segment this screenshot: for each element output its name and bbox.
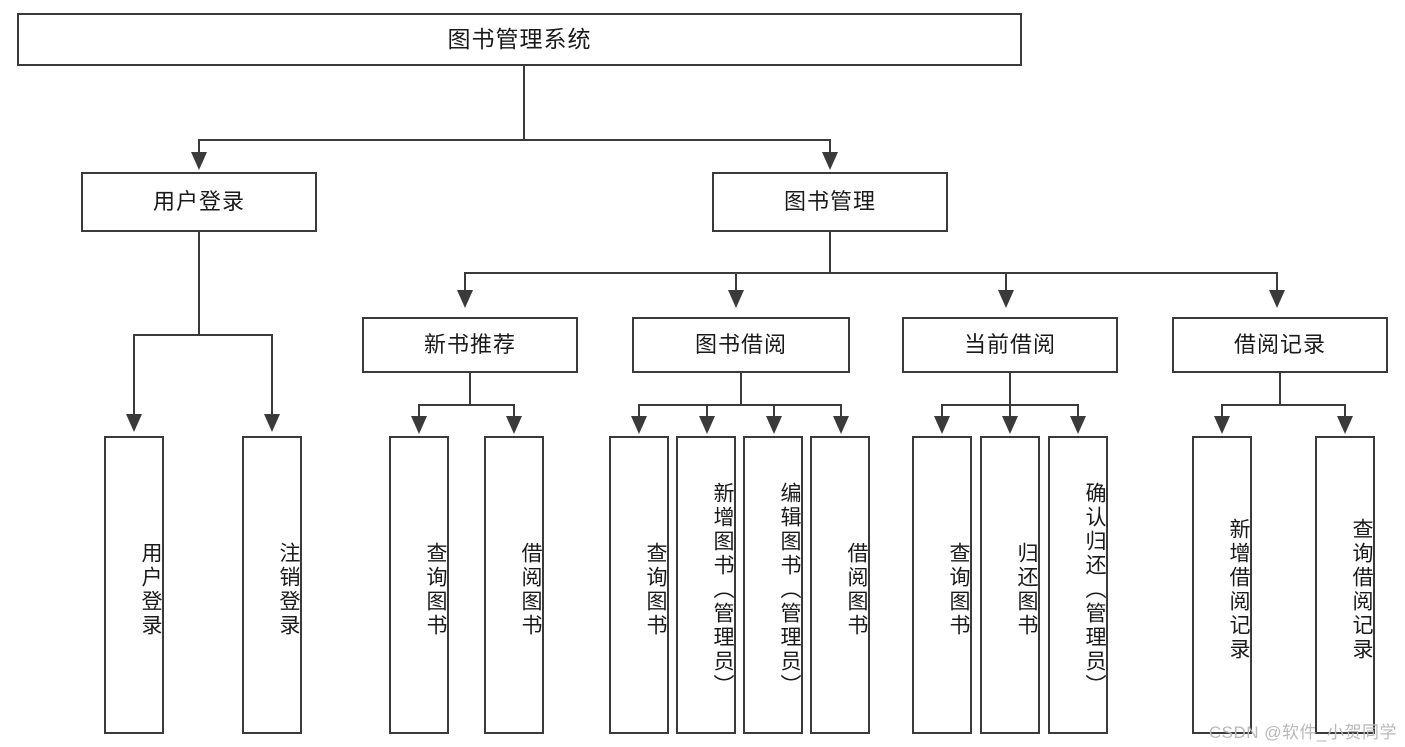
edge-root-to-book-manage xyxy=(829,139,831,157)
node-leaf-query-book-3-label: 查询图书 xyxy=(947,542,970,638)
node-leaf-borrow-book-1-label: 借阅图书 xyxy=(519,542,542,638)
edge-new-book-rec-drop-2 xyxy=(513,404,515,420)
node-root[interactable]: 图书管理系统 xyxy=(17,13,1022,66)
edge-current-borrow-drop-1 xyxy=(941,404,943,420)
edge-new-book-rec-stem xyxy=(469,373,471,406)
arrowhead-leaf-add-record xyxy=(1214,416,1230,434)
edge-borrow-record-drop-2 xyxy=(1344,404,1346,420)
node-book-manage[interactable]: 图书管理 xyxy=(712,172,948,232)
node-new-book-rec[interactable]: 新书推荐 xyxy=(362,317,578,373)
node-current-borrow-label: 当前借阅 xyxy=(963,332,1056,358)
edge-book-manage-drop-3 xyxy=(1005,272,1007,294)
node-user-login[interactable]: 用户登录 xyxy=(81,172,317,232)
arrowhead-leaf-edit-book xyxy=(766,416,782,434)
node-leaf-user-login[interactable]: 用户登录 xyxy=(104,436,164,734)
node-current-borrow[interactable]: 当前借阅 xyxy=(902,317,1118,373)
edge-book-borrow-drop-1 xyxy=(638,404,640,420)
node-leaf-borrow-book-2[interactable]: 借阅图书 xyxy=(810,436,870,734)
node-new-book-rec-label: 新书推荐 xyxy=(423,332,516,358)
node-leaf-query-book-1[interactable]: 查询图书 xyxy=(389,436,449,734)
edge-root-stem xyxy=(523,66,525,141)
node-leaf-borrow-book-2-label: 借阅图书 xyxy=(845,542,868,638)
node-leaf-add-book[interactable]: 新增图书（管理员） xyxy=(676,436,736,734)
arrowhead-leaf-query-book-2 xyxy=(631,416,647,434)
edge-book-manage-drop-1 xyxy=(464,272,466,294)
arrowhead-leaf-borrow-book-2 xyxy=(833,416,849,434)
edge-borrow-record-bus xyxy=(1221,404,1345,406)
arrowhead-user-login xyxy=(191,152,207,170)
node-user-login-label: 用户登录 xyxy=(152,189,245,215)
edge-current-borrow-drop-3 xyxy=(1077,404,1079,420)
edge-user-login-drop-1 xyxy=(133,334,135,419)
arrowhead-leaf-user-logout xyxy=(264,414,280,432)
node-leaf-user-logout-label: 注销登录 xyxy=(277,542,300,638)
node-leaf-return-book-label: 归还图书 xyxy=(1015,542,1038,638)
edge-book-borrow-stem xyxy=(740,373,742,406)
edge-user-login-stem xyxy=(198,232,200,336)
edge-current-borrow-drop-2 xyxy=(1009,404,1011,420)
node-leaf-edit-book[interactable]: 编辑图书（管理员） xyxy=(743,436,803,734)
node-leaf-add-record-label: 新增借阅记录 xyxy=(1227,518,1250,662)
node-leaf-query-book-1-label: 查询图书 xyxy=(424,542,447,638)
edge-root-to-user-login xyxy=(198,139,200,157)
node-leaf-query-record-label: 查询借阅记录 xyxy=(1350,518,1373,662)
node-book-borrow-label: 图书借阅 xyxy=(694,332,787,358)
arrowhead-leaf-user-login xyxy=(126,414,142,432)
node-leaf-query-record[interactable]: 查询借阅记录 xyxy=(1315,436,1375,734)
edge-borrow-record-stem xyxy=(1279,373,1281,406)
node-borrow-record[interactable]: 借阅记录 xyxy=(1172,317,1388,373)
edge-new-book-rec-bus xyxy=(418,404,514,406)
arrowhead-leaf-query-book-3 xyxy=(934,416,950,434)
edge-book-borrow-drop-4 xyxy=(840,404,842,420)
node-leaf-query-book-2-label: 查询图书 xyxy=(644,542,667,638)
node-leaf-user-login-label: 用户登录 xyxy=(139,542,162,638)
node-leaf-query-book-3[interactable]: 查询图书 xyxy=(912,436,972,734)
arrowhead-leaf-query-record xyxy=(1337,416,1353,434)
edge-book-manage-drop-2 xyxy=(735,272,737,294)
arrowhead-leaf-confirm-return xyxy=(1070,416,1086,434)
node-borrow-record-label: 借阅记录 xyxy=(1233,332,1326,358)
edge-user-login-bus xyxy=(133,334,272,336)
edge-book-borrow-drop-3 xyxy=(773,404,775,420)
node-root-label: 图书管理系统 xyxy=(447,25,592,52)
node-leaf-edit-book-label: 编辑图书（管理员） xyxy=(778,482,801,698)
node-book-borrow[interactable]: 图书借阅 xyxy=(632,317,850,373)
node-leaf-confirm-return-label: 确认归还（管理员） xyxy=(1083,482,1106,698)
edge-book-manage-stem xyxy=(829,232,831,274)
arrowhead-leaf-return-book xyxy=(1002,416,1018,434)
node-leaf-confirm-return[interactable]: 确认归还（管理员） xyxy=(1048,436,1108,734)
edge-new-book-rec-drop-1 xyxy=(418,404,420,420)
edge-root-bus xyxy=(198,139,830,141)
arrowhead-borrow-record xyxy=(1269,290,1285,308)
node-leaf-user-logout[interactable]: 注销登录 xyxy=(242,436,302,734)
edge-book-borrow-bus xyxy=(638,404,841,406)
edge-book-manage-drop-4 xyxy=(1276,272,1278,294)
edge-borrow-record-drop-1 xyxy=(1221,404,1223,420)
arrowhead-book-manage xyxy=(822,152,838,170)
arrowhead-leaf-query-book-1 xyxy=(411,416,427,434)
node-leaf-add-record[interactable]: 新增借阅记录 xyxy=(1192,436,1252,734)
arrowhead-leaf-borrow-book-1 xyxy=(506,416,522,434)
arrowhead-leaf-add-book xyxy=(699,416,715,434)
edge-current-borrow-stem xyxy=(1009,373,1011,406)
node-leaf-add-book-label: 新增图书（管理员） xyxy=(711,482,734,698)
arrowhead-new-book-rec xyxy=(457,290,473,308)
edge-book-manage-bus xyxy=(464,272,1278,274)
edge-user-login-drop-2 xyxy=(271,334,273,419)
node-leaf-borrow-book-1[interactable]: 借阅图书 xyxy=(484,436,544,734)
arrowhead-current-borrow xyxy=(998,290,1014,308)
watermark-text: CSDN @软件_小贺同学 xyxy=(1208,723,1397,742)
node-leaf-query-book-2[interactable]: 查询图书 xyxy=(609,436,669,734)
edge-book-borrow-drop-2 xyxy=(706,404,708,420)
node-leaf-return-book[interactable]: 归还图书 xyxy=(980,436,1040,734)
node-book-manage-label: 图书管理 xyxy=(783,189,876,215)
arrowhead-book-borrow xyxy=(728,290,744,308)
